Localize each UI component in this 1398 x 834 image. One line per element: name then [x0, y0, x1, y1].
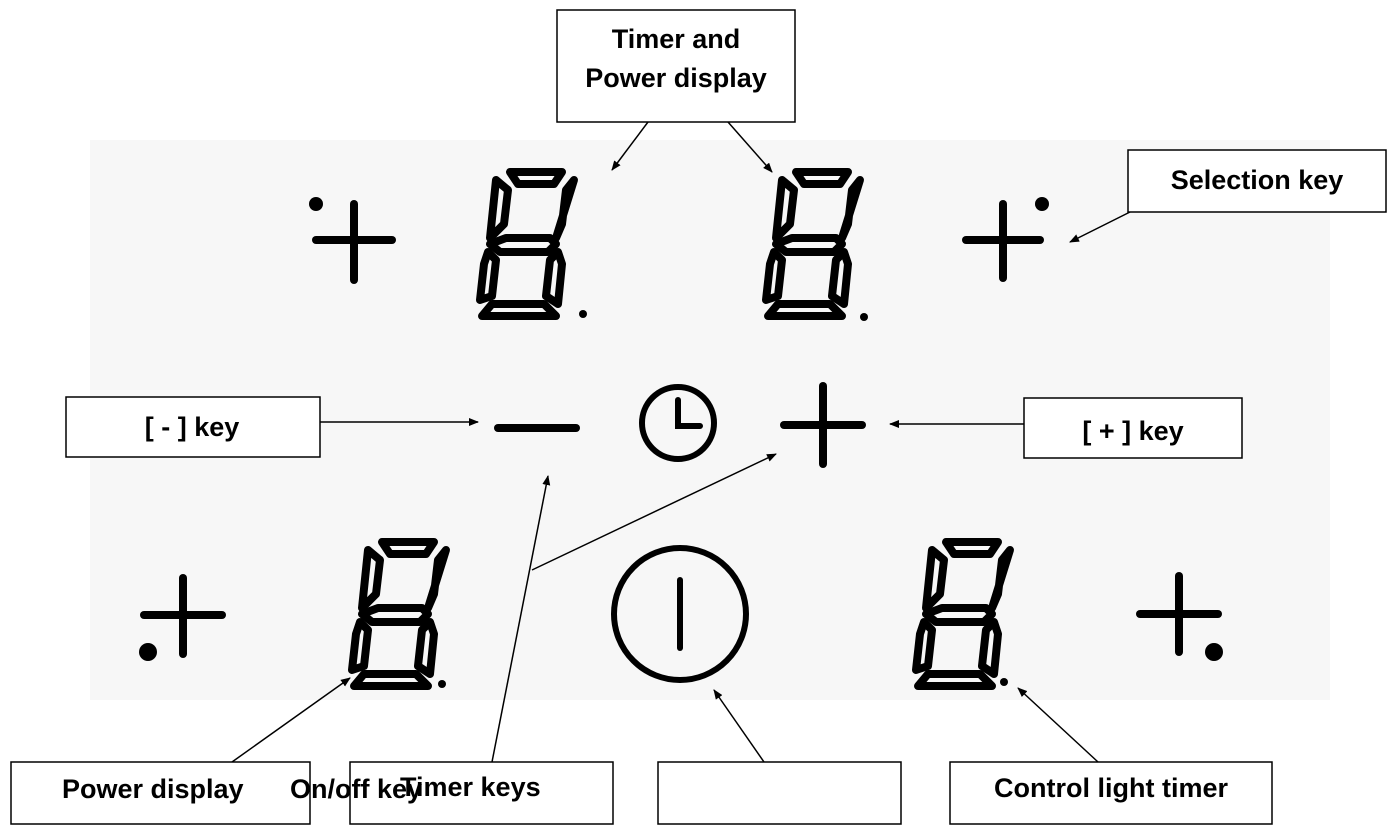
- callout-label: Timer and: [612, 24, 741, 54]
- top-left-zone: [309, 197, 396, 284]
- callout-label: [ - ] key: [145, 412, 240, 442]
- callout-control-light-timer: Control light timer: [949, 761, 1273, 825]
- dot-indicator: [860, 313, 868, 321]
- plus-icon[interactable]: [312, 200, 396, 284]
- callout-label: Timer keys: [400, 772, 541, 802]
- plus-icon[interactable]: [1136, 572, 1222, 656]
- plus-icon[interactable]: [140, 574, 226, 658]
- callout-label: On/off key: [290, 774, 422, 804]
- callout-label: Control light timer: [994, 773, 1228, 803]
- dot-indicator: [579, 310, 587, 318]
- callout-label: Power display: [62, 774, 244, 804]
- callout-empty-box: [657, 761, 902, 825]
- callout-minus-key: [ - ] key: [65, 396, 321, 458]
- callout-arrows: [231, 121, 1131, 763]
- dot-indicator: [1000, 678, 1008, 686]
- callout-timer-power-display: Timer and Power display: [556, 9, 796, 123]
- callout-plus-key: [ + ] key: [1023, 397, 1243, 459]
- power-icon[interactable]: [611, 545, 749, 683]
- dot-indicator: [438, 680, 446, 688]
- clock-icon[interactable]: [639, 384, 717, 462]
- dot-indicator: [139, 643, 157, 661]
- plus-icon[interactable]: [780, 382, 866, 468]
- callout-label: [ + ] key: [1082, 416, 1183, 446]
- dot-indicator: [1035, 197, 1049, 211]
- plus-icon[interactable]: [962, 200, 1044, 282]
- callout-power-display: Power display On/off key Timer keys: [10, 761, 614, 825]
- callout-label: Selection key: [1171, 165, 1344, 195]
- bottom-right-zone: [1136, 572, 1223, 661]
- callout-label: Power display: [585, 63, 767, 93]
- callout-selection-key: Selection key: [1127, 149, 1387, 213]
- bottom-left-zone: [139, 574, 226, 661]
- dot-indicator: [309, 197, 323, 211]
- top-right-zone: [962, 197, 1049, 282]
- dot-indicator: [1205, 643, 1223, 661]
